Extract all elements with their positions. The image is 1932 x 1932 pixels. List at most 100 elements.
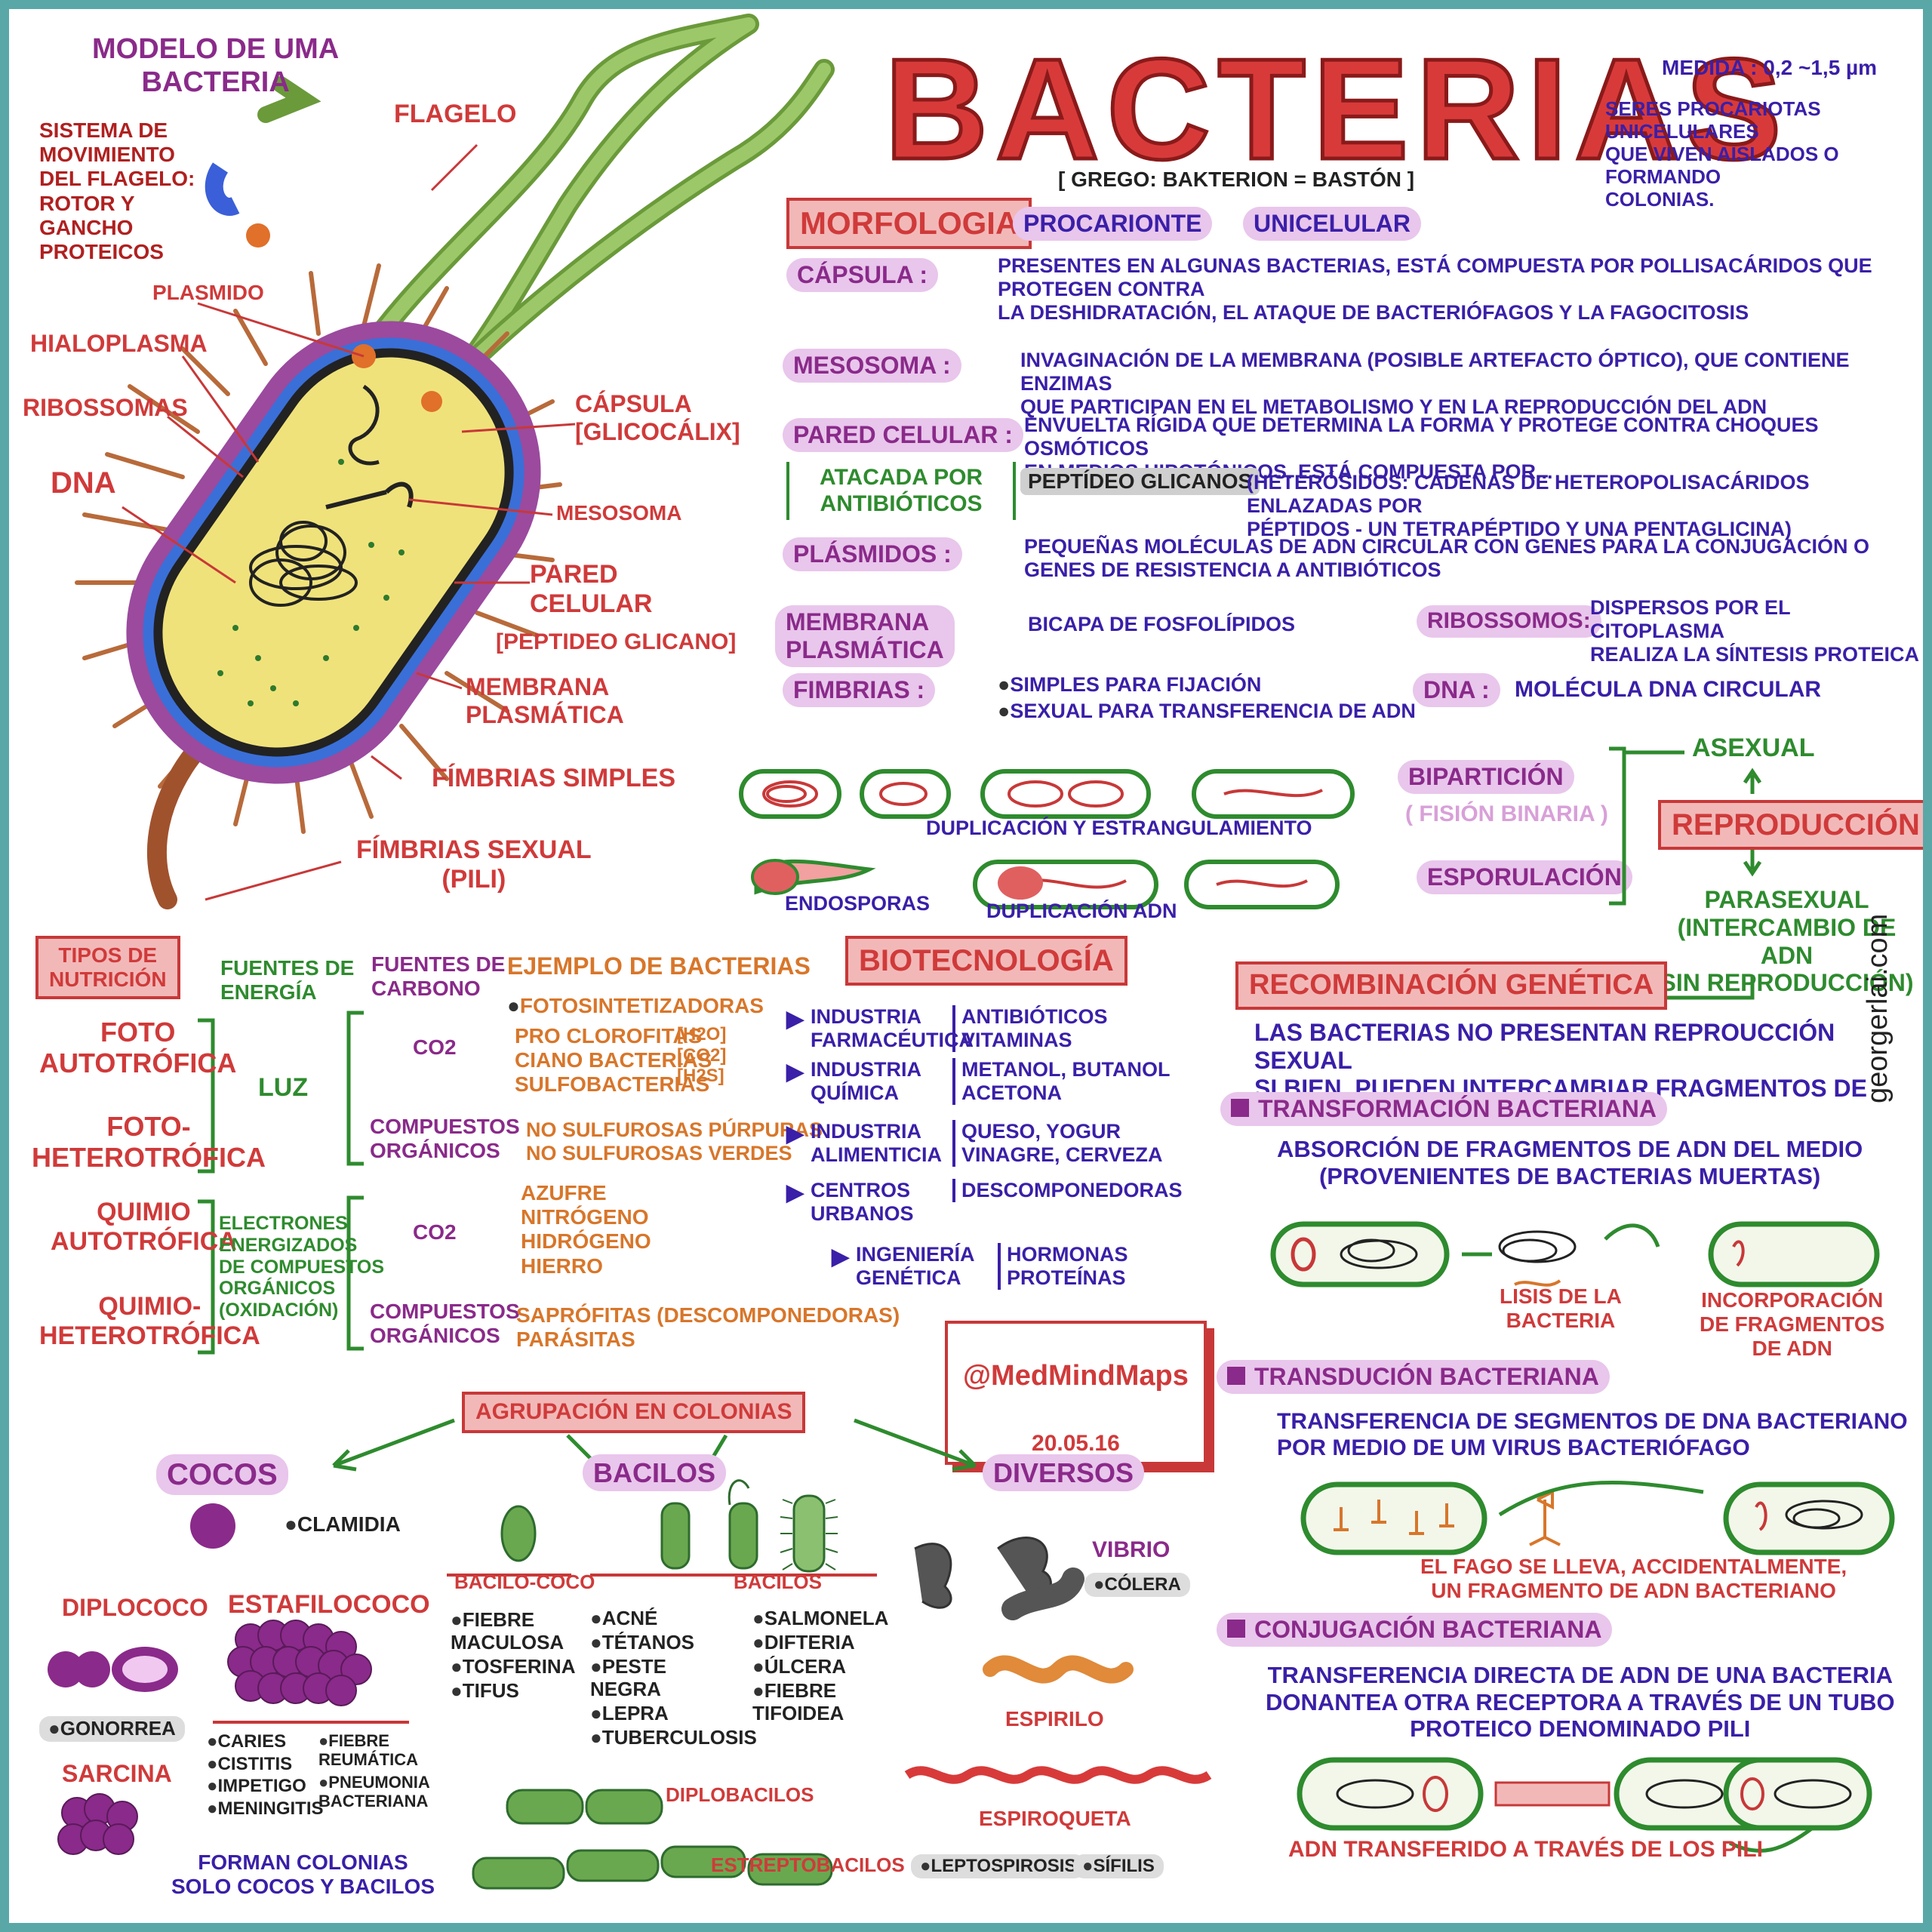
estreptobacilos-label: ESTREPTOBACILOS bbox=[711, 1854, 905, 1876]
nutricion-title: TIPOS DE NUTRICIÓN bbox=[35, 936, 180, 1000]
transduccion-title-text: TRANSDUCIÓN BACTERIANA bbox=[1254, 1363, 1599, 1390]
biotech-item-value: DESCOMPONEDORAS bbox=[952, 1179, 1183, 1203]
colera-label: CÓLERA bbox=[1084, 1573, 1190, 1597]
transformation-drawing bbox=[1270, 1221, 1880, 1287]
biotech-item-label: INDUSTRIA ALIMENTICIA bbox=[811, 1120, 942, 1167]
fision-label: ( FISIÓN BINARIA ) bbox=[1405, 801, 1608, 826]
disease-item: TUBERCULOSIS bbox=[590, 1726, 757, 1749]
transduccion-title: TRANSDUCIÓN BACTERIANA bbox=[1217, 1360, 1610, 1394]
leptospirosis-label: LEPTOSPIROSIS bbox=[911, 1854, 1086, 1878]
parasexual-label: PARASEXUAL (INTERCAMBIO DE ADN SIN REPRO… bbox=[1660, 886, 1914, 997]
fimbrias-sexual: SEXUAL PARA TRANSFERENCIA DE ADN bbox=[998, 700, 1416, 723]
bacteria-model-drawing bbox=[75, 14, 835, 909]
biotech-arrow-icon: ▶ bbox=[786, 1060, 804, 1084]
tag-procarionte: PROCARIONTE bbox=[1013, 207, 1213, 241]
colonias-title: AGRUPACIÓN EN COLONIAS bbox=[462, 1392, 806, 1433]
diagram-title: MODELO DE UMA BACTERIA bbox=[92, 33, 340, 98]
dna-text: MOLÉCULA DNA CIRCULAR bbox=[1515, 677, 1822, 702]
page-title: BACTERIAS bbox=[882, 29, 1789, 189]
fuentes-carbono: FUENTES DE CARBONO bbox=[371, 952, 506, 1001]
capsula-text: PRESENTES EN ALGUNAS BACTERIAS, ESTÁ COM… bbox=[998, 254, 1872, 325]
medmindmaps-stamp: @MedMindMaps 20.05.16 bbox=[945, 1321, 1207, 1465]
biotech-item-label: CENTROS URBANOS bbox=[811, 1179, 914, 1226]
disease-item: LEPRA bbox=[590, 1702, 669, 1725]
nutrition-brackets bbox=[198, 1011, 364, 1355]
label-capsula: CÁPSULA [GLICOCÁLIX] bbox=[575, 390, 740, 445]
recombinacion-title: RECOMBINACIÓN GENÉTICA bbox=[1235, 961, 1668, 1010]
biotecnologia-title: BIOTECNOLOGÍA bbox=[845, 936, 1128, 986]
pared-label: PARED CELULAR : bbox=[783, 418, 1023, 452]
label-hialoplasma: HIALOPLASMA bbox=[30, 330, 208, 357]
fotosintetizadoras: FOTOSINTETIZADORAS bbox=[507, 994, 764, 1018]
transformacion-text: ABSORCIÓN DE FRAGMENTOS DE ADN DEL MEDIO… bbox=[1277, 1136, 1863, 1189]
bacilos-label: BACILOS bbox=[583, 1454, 726, 1492]
bacilos-sub-label: BACILOS bbox=[734, 1571, 822, 1593]
quimio-ejemplos: AZUFRE NITRÓGENO HIDRÓGENO HIERRO bbox=[521, 1181, 651, 1278]
transduction-drawing bbox=[1300, 1481, 1895, 1555]
biotech-arrow-icon: ▶ bbox=[786, 1180, 804, 1205]
membrana-text: BICAPA DE FOSFOLÍPIDOS bbox=[1028, 613, 1296, 635]
plasmidos-label: PLÁSMIDOS : bbox=[783, 537, 962, 571]
diplobacilos-label: DIPLOBACILOS bbox=[666, 1783, 814, 1806]
label-ribossomas: RIBOSSOMAS bbox=[23, 394, 188, 421]
disease-item: PESTE NEGRA bbox=[590, 1655, 666, 1701]
tag-unicelular: UNICELULAR bbox=[1243, 207, 1421, 241]
asexual-label: ASEXUAL bbox=[1692, 734, 1815, 762]
label-flagelo: FLAGELO bbox=[394, 100, 517, 128]
ejemplos-foto: PRO CLOROFITAS CIANO BACTERIAS SULFOBACT… bbox=[515, 1024, 712, 1097]
capsula-label: CÁPSULA : bbox=[786, 258, 939, 292]
transformacion-title-text: TRANSFORMACIÓN BACTERIANA bbox=[1258, 1095, 1657, 1122]
lisis-label: LISIS DE LA BACTERIA bbox=[1500, 1284, 1622, 1333]
biotech-arrow-icon: ▶ bbox=[832, 1244, 850, 1269]
ejemplos-hetero: NO SULFUROSAS PÚRPURAS NO SULFUROSAS VER… bbox=[526, 1118, 823, 1165]
diplo-estrepto-drawing bbox=[472, 1789, 833, 1890]
esporulacion-label: ESPORULACIÓN bbox=[1417, 860, 1632, 894]
morfologia-title: MORFOLOGIA bbox=[786, 198, 1032, 250]
label-dna: DNA bbox=[51, 466, 116, 500]
biotech-item-value: METANOL, BUTANOL ACETONA bbox=[952, 1058, 1170, 1106]
atacada-note: ATACADA POR ANTIBIÓTICOS bbox=[786, 462, 1017, 520]
disease-item: FIEBRE MACULOSA bbox=[451, 1608, 564, 1654]
foto-heterotrofica: FOTO- HETEROTRÓFICA bbox=[32, 1111, 266, 1174]
peptideo-label: PEPTÍDEO GLICANOS bbox=[1020, 468, 1260, 496]
biparticion-label: BIPARTICIÓN bbox=[1398, 760, 1574, 794]
biotech-item-label: INGENIERÍA GENÉTICA bbox=[856, 1243, 975, 1290]
transformacion-title: TRANSFORMACIÓN BACTERIANA bbox=[1220, 1092, 1667, 1126]
co2-2: CO2 bbox=[413, 1220, 457, 1244]
infographic-page: MODELO DE UMA BACTERIA SISTEMA DE MOVIMI… bbox=[9, 9, 1923, 1923]
label-fimbrias-sexual: FÍMBRIAS SEXUAL (PILI) bbox=[356, 835, 592, 894]
fuentes-energia: FUENTES DE ENERGÍA bbox=[220, 956, 355, 1004]
colonias-arrows bbox=[332, 1418, 977, 1475]
disease-item: FIEBRE TIFOIDEA bbox=[752, 1679, 844, 1725]
biotech-item-label: INDUSTRIA FARMACÉUTICA bbox=[811, 1005, 974, 1052]
label-pared: PARED CELULAR bbox=[530, 560, 653, 619]
disease-item: TIFUS bbox=[451, 1679, 519, 1703]
flagellum-note: SISTEMA DE MOVIMIENTO DEL FLAGELO: ROTOR… bbox=[39, 118, 195, 263]
biotech-item-label: INDUSTRIA QUÍMICA bbox=[811, 1058, 921, 1105]
diversos-drawings bbox=[904, 1537, 1212, 1784]
electrones-label: ELECTRONES ENERGIZADOS DE COMPUESTOS ORG… bbox=[219, 1213, 385, 1321]
diplococo-label: DIPLOCOCO bbox=[62, 1594, 208, 1621]
quimio-hetero-ejemplos: SAPRÓFITAS (DESCOMPONEDORAS) PARÁSITAS bbox=[516, 1303, 900, 1352]
sifilis-label: SÍFILIS bbox=[1073, 1854, 1164, 1878]
binary-fission-drawing bbox=[739, 769, 1355, 909]
ejemplos-foto-sub: [H2O] [CO2] [H2S] bbox=[677, 1024, 727, 1087]
bacilo-coco-label: BACILO-COCO bbox=[454, 1571, 595, 1593]
estafilococo-label: ESTAFILOCOCO bbox=[228, 1590, 430, 1619]
biotech-arrow-icon: ▶ bbox=[786, 1121, 804, 1146]
vibrio-label: VIBRIO bbox=[1092, 1537, 1171, 1562]
label-mesosoma: MESOSOMA bbox=[556, 501, 682, 525]
label-peptideo: [PEPTIDEO GLICANO] bbox=[496, 629, 737, 654]
compuestos-2: COMPUESTOS ORGÁNICOS bbox=[370, 1300, 520, 1348]
reproduction-bracket bbox=[1609, 746, 1762, 906]
disease-item: CISTITIS bbox=[207, 1754, 293, 1775]
quimio-heterotrofica: QUIMIO- HETEROTRÓFICA bbox=[39, 1292, 260, 1351]
cocos-label: COCOS bbox=[156, 1454, 288, 1495]
recombinacion-intro: LAS BACTERIAS NO PRESENTAN REPROUCCIÓN S… bbox=[1254, 1019, 1867, 1129]
fimbrias-simples: SIMPLES PARA FIJACIÓN bbox=[998, 673, 1261, 697]
stamp-date: 20.05.16 bbox=[1032, 1431, 1120, 1457]
disease-item: IMPETIGO bbox=[207, 1776, 306, 1797]
biotech-item-value: QUESO, YOGUR VINAGRE, CERVEZA bbox=[952, 1120, 1163, 1168]
disease-item: PNEUMONIA BACTERIANA bbox=[318, 1773, 430, 1811]
mesosoma-text: INVAGINACIÓN DE LA MEMBRANA (POSIBLE ART… bbox=[1020, 349, 1850, 419]
